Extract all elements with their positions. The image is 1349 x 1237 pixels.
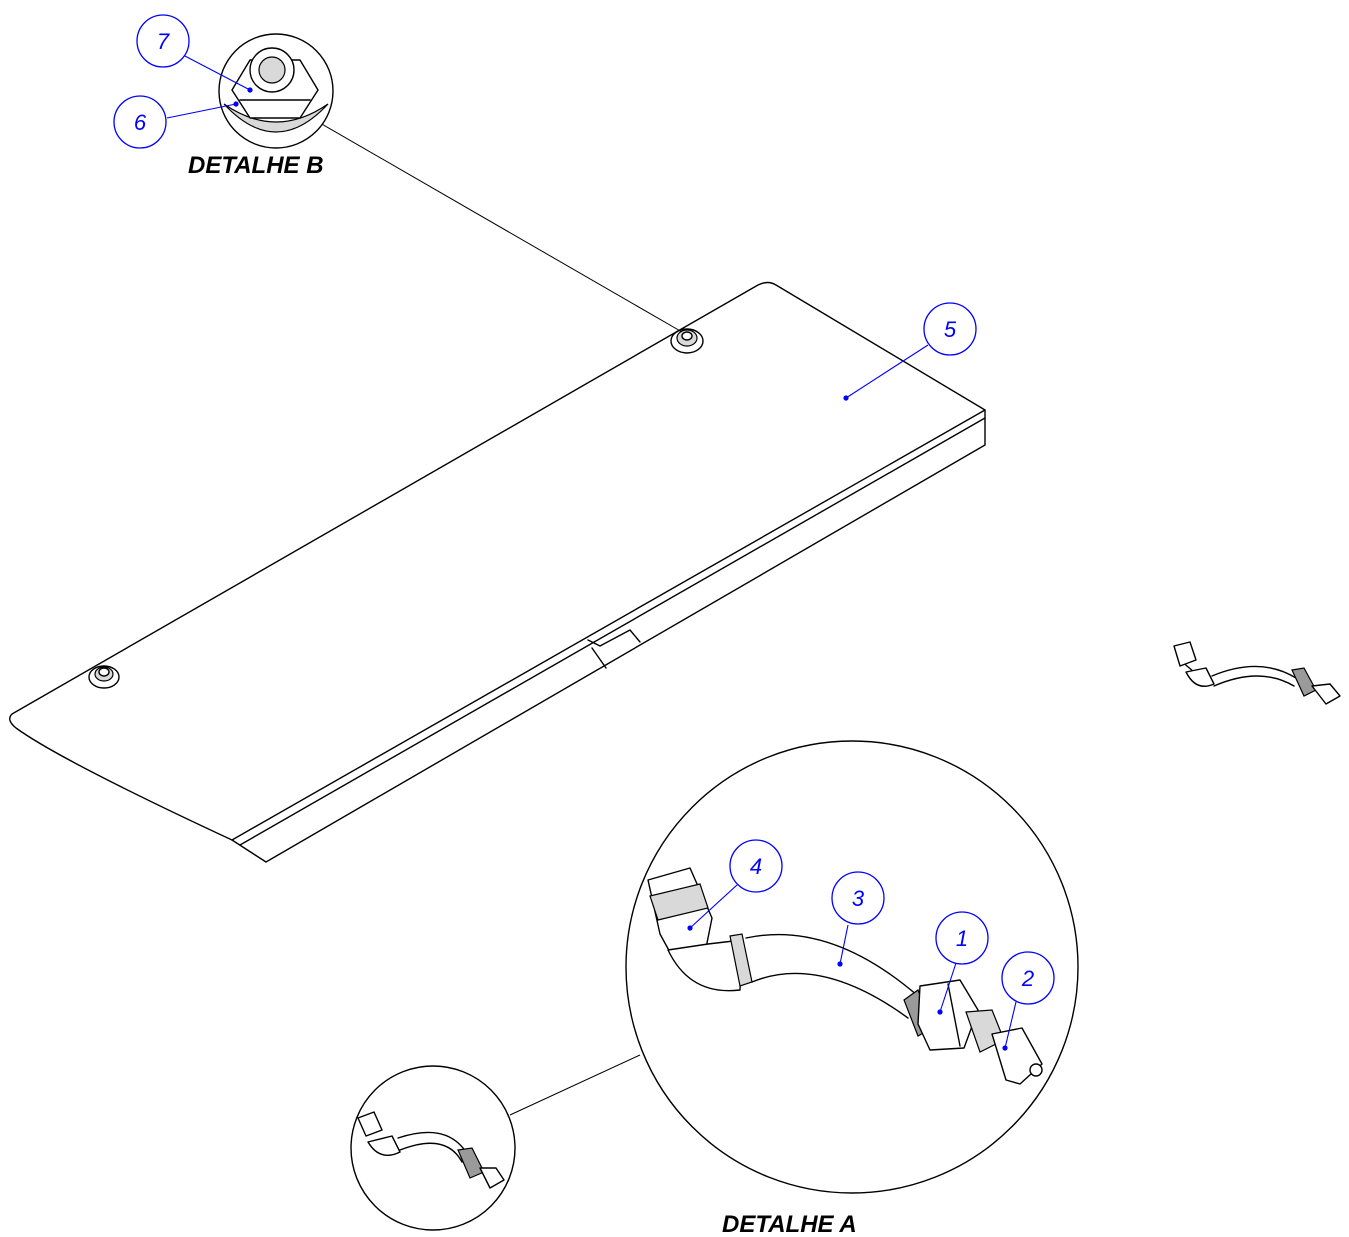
balloon-5-label: 5 [944,317,957,342]
balloon-2-label: 2 [1021,966,1034,991]
balloon-4-label: 4 [750,854,762,879]
detail-a-title: DETALHE A [722,1211,857,1237]
detail-a-source-circle [350,1054,641,1231]
detail-b [218,33,683,333]
plate-part-5 [9,281,986,863]
balloon-5: 5 [843,302,977,401]
plate-nut-left [88,665,120,689]
balloon-2: 2 [1001,951,1055,1051]
balloon-6-label: 6 [134,110,147,135]
balloon-4: 4 [687,839,783,931]
balloon-7: 7 [136,14,253,93]
balloon-6: 6 [113,95,239,149]
balloon-1: 1 [935,911,989,1015]
detail-b-title: DETALHE B [188,152,324,179]
plate-nut-top [670,328,704,354]
balloon-3-label: 3 [852,886,865,911]
balloon-7-label: 7 [157,29,170,54]
hose-thumbnail-right [1173,641,1341,705]
balloon-3: 3 [831,871,885,967]
balloon-1-label: 1 [956,926,968,951]
